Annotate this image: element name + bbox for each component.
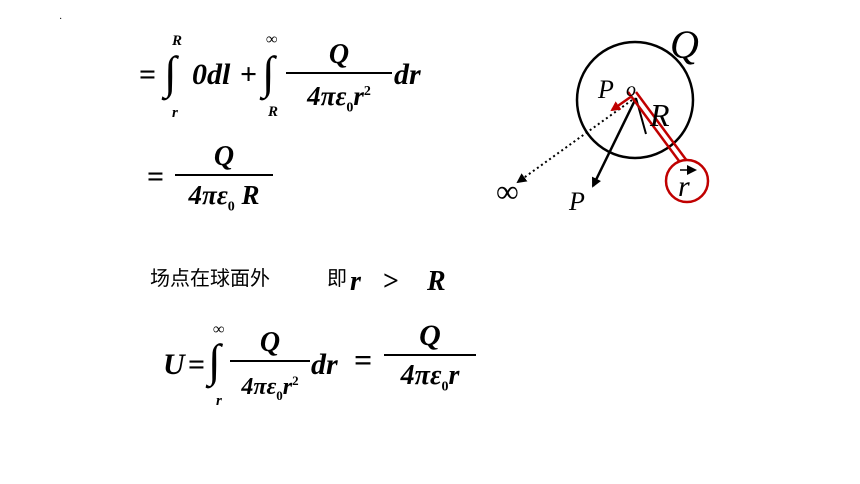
eq2-frac-numerator: Q — [213, 141, 235, 172]
label-infinity: ∞ — [496, 173, 519, 209]
label-R: R — [649, 97, 670, 133]
infinity-path — [516, 99, 633, 184]
condition-text: 场点在球面外 — [150, 266, 270, 290]
eq1-plus: + — [240, 58, 258, 91]
eq1-integrand-1: 0dl — [192, 58, 231, 91]
red-line-1 — [626, 91, 684, 166]
eq1-differential: dr — [394, 58, 421, 91]
eq3-equals-2: = — [354, 342, 373, 378]
label-r-vector: r — [678, 170, 690, 203]
eq3-frac2-numerator: Q — [419, 319, 441, 352]
eq1-frac-numerator: Q — [328, 39, 350, 70]
condition-R: R — [427, 266, 446, 297]
eq1-int2-lower: R — [268, 104, 279, 120]
eq1-integral-1: ∫ — [164, 47, 177, 98]
label-o: o — [626, 79, 636, 101]
eq3-integral: ∫ — [208, 335, 221, 386]
eq1-frac-denominator: 4πε0r2 — [307, 81, 371, 116]
eq1-integral-2: ∫ — [262, 47, 275, 98]
condition-gt: > — [383, 266, 399, 297]
r-vector-bubble — [664, 158, 710, 204]
eq1-fraction: Q 4πε0r2 — [286, 38, 392, 126]
eq3-int-lower: r — [216, 393, 222, 409]
label-P-outer: P — [568, 187, 585, 216]
eq3-frac1-denominator: 4πε0r2 — [241, 373, 299, 403]
eq3-differential: dr — [311, 348, 338, 381]
stray-dot: · — [59, 14, 63, 25]
eq3-frac1-bar — [230, 360, 310, 362]
eq2-equals: = — [147, 160, 165, 193]
eq1-int2-upper: ∞ — [266, 31, 278, 48]
eq3-frac1-numerator: Q — [259, 327, 281, 358]
arrow-to-p — [591, 97, 638, 188]
red-arrow-inner — [610, 94, 633, 112]
eq3-int-upper: ∞ — [213, 321, 225, 338]
eq2-fraction: Q 4πε0 R — [175, 140, 273, 226]
eq3-U: U — [163, 348, 185, 381]
eq1-equals: = — [139, 58, 157, 91]
eq2-frac-denominator: 4πε0 R — [188, 180, 260, 215]
eq1-frac-bar — [286, 72, 392, 74]
eq3-fraction-1: Q 4πε0r2 — [230, 326, 310, 415]
eq3-frac2-denominator: 4πε0r — [400, 360, 460, 395]
sphere-circle — [575, 40, 695, 160]
eq2-frac-bar — [175, 174, 273, 176]
eq1-int1-lower: r — [172, 105, 178, 121]
label-P-inner: P — [597, 75, 614, 104]
condition-r: r — [350, 266, 361, 297]
eq3-fraction-2: Q 4πε0r — [384, 318, 476, 408]
eq1-int1-upper: R — [172, 33, 183, 49]
eq3-frac2-bar — [384, 354, 476, 356]
label-Q: Q — [670, 22, 699, 67]
eq3-equals: = — [188, 348, 206, 381]
red-line-2 — [634, 91, 692, 166]
condition-ji: 即 — [327, 266, 347, 290]
